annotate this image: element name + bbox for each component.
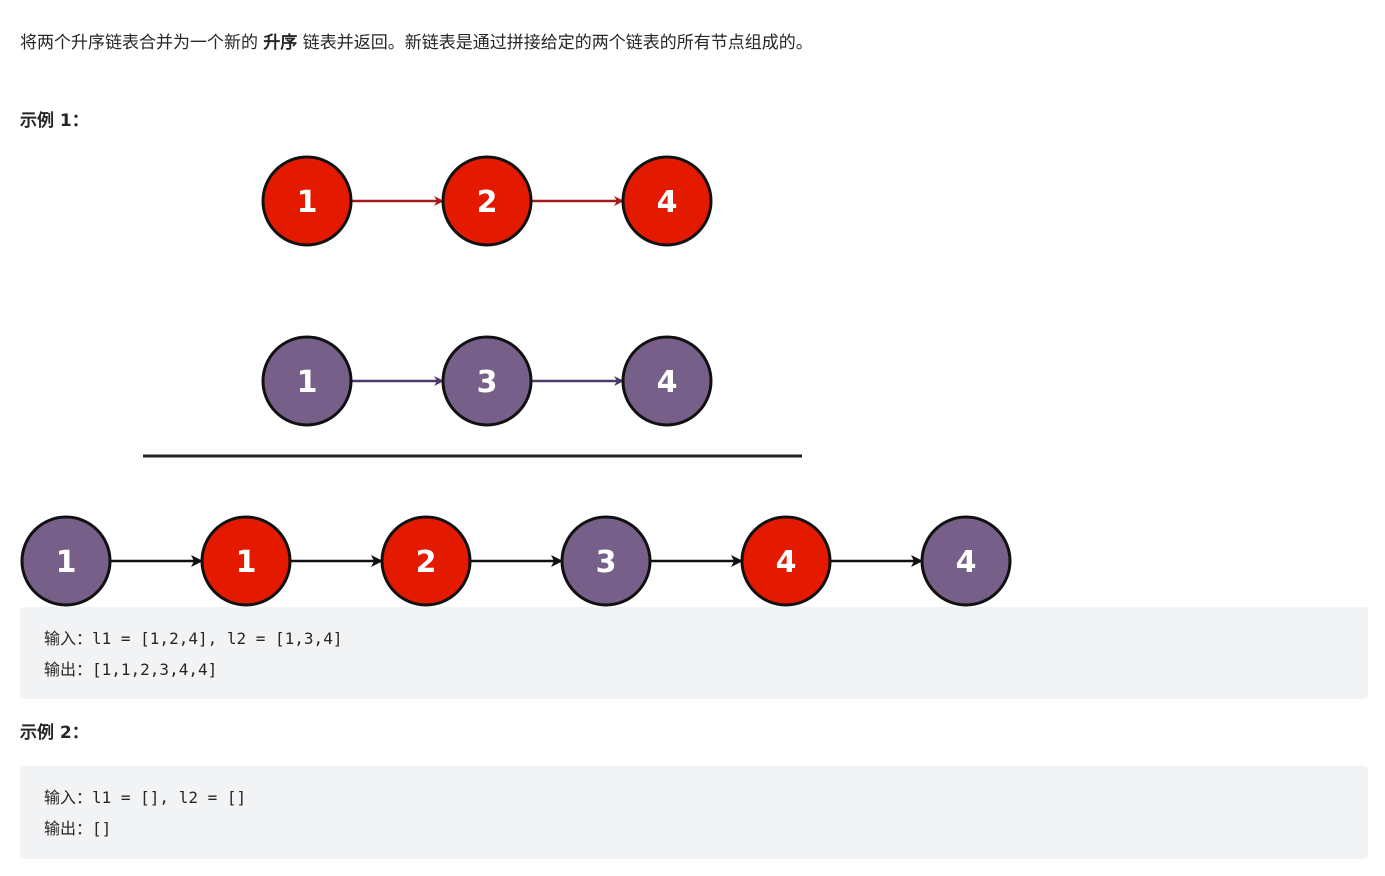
- list2-node-circle: [261, 335, 353, 427]
- merged-node-label: 3: [596, 545, 617, 580]
- list2-node-3: 4: [621, 335, 713, 427]
- list2-node-circle: [621, 335, 713, 427]
- merged-node-5: 4: [740, 515, 832, 607]
- merged-node-3: 2: [380, 515, 472, 607]
- list2-node-label: 3: [477, 365, 498, 400]
- merged-node-circle: [560, 515, 652, 607]
- merged-node-4: 3: [560, 515, 652, 607]
- list2-node-label: 1: [297, 365, 318, 400]
- list2-chain: 1 3 4: [261, 335, 713, 427]
- merged-node-circle: [380, 515, 472, 607]
- list2-node-label: 4: [657, 365, 678, 400]
- list1-node-label: 4: [657, 185, 678, 220]
- list1-node-label: 2: [477, 185, 498, 220]
- example-2-output: 输出：[]: [44, 819, 112, 838]
- description-emphasis: 升序: [263, 33, 298, 53]
- merged-node-circle: [920, 515, 1012, 607]
- merged-chain: 1 1 2 3 4 4: [20, 515, 1012, 607]
- description-text-after: 链表并返回。新链表是通过拼接给定的两个链表的所有节点组成的。: [297, 33, 813, 53]
- list2-node-circle: [441, 335, 533, 427]
- merged-node-2: 1: [200, 515, 292, 607]
- list1-node-circle: [261, 155, 353, 247]
- example-2-input: 输入：l1 = [], l2 = []: [44, 788, 247, 807]
- merged-node-label: 2: [416, 545, 437, 580]
- example-1-code-block: 输入：l1 = [1,2,4], l2 = [1,3,4] 输出：[1,1,2,…: [20, 607, 1368, 699]
- merged-node-label: 1: [236, 545, 257, 580]
- list1-node-circle: [441, 155, 533, 247]
- description-text-before: 将两个升序链表合并为一个新的: [20, 33, 264, 53]
- merged-node-circle: [740, 515, 832, 607]
- merged-node-label: 4: [956, 545, 977, 580]
- merged-node-1: 1: [20, 515, 112, 607]
- list1-node-3: 4: [621, 155, 713, 247]
- example-1-output: 输出：[1,1,2,3,4,4]: [44, 660, 218, 679]
- problem-description: 将两个升序链表合并为一个新的 升序 链表并返回。新链表是通过拼接给定的两个链表的…: [20, 31, 813, 55]
- example-1-input: 输入：l1 = [1,2,4], l2 = [1,3,4]: [44, 629, 343, 648]
- list1-chain: 1 2 4: [261, 155, 713, 247]
- merged-node-6: 4: [920, 515, 1012, 607]
- list2-node-2: 3: [441, 335, 533, 427]
- merged-node-label: 4: [776, 545, 797, 580]
- merge-diagram: 1 2 4 1 3 4 1 1 2 3 4 4: [20, 155, 1012, 607]
- list1-node-2: 2: [441, 155, 533, 247]
- list1-node-label: 1: [297, 185, 318, 220]
- example-2-heading: 示例 2：: [20, 723, 89, 743]
- list1-node-circle: [621, 155, 713, 247]
- merged-node-label: 1: [56, 545, 77, 580]
- merged-node-circle: [200, 515, 292, 607]
- list2-node-1: 1: [261, 335, 353, 427]
- list1-node-1: 1: [261, 155, 353, 247]
- example-1-heading: 示例 1：: [20, 111, 89, 131]
- example-2-code-block: 输入：l1 = [], l2 = [] 输出：[]: [20, 766, 1368, 859]
- merged-node-circle: [20, 515, 112, 607]
